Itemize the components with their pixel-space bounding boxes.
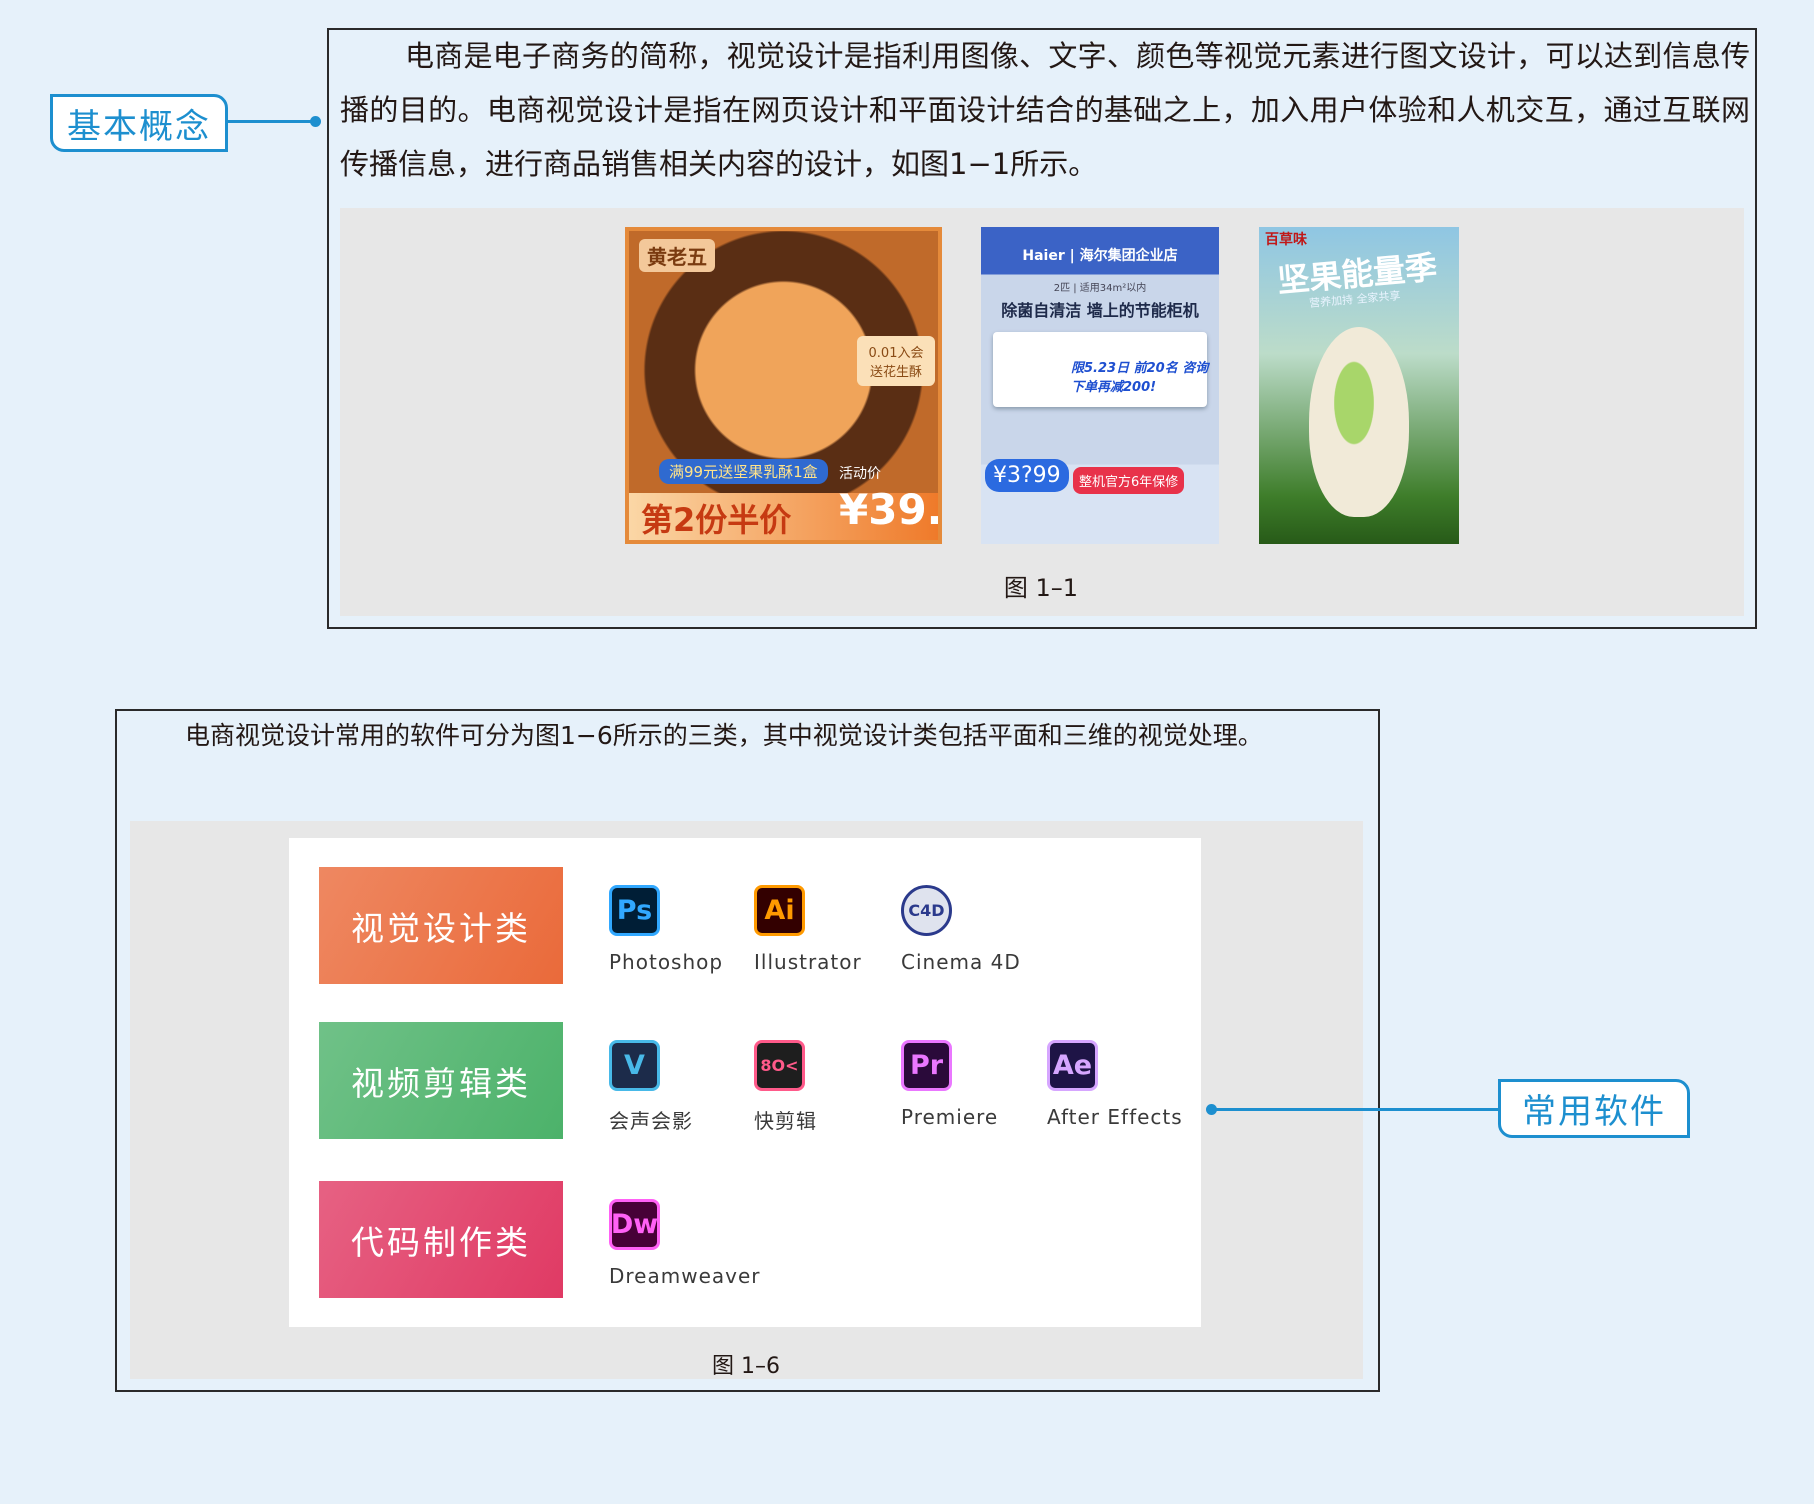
promo: 满99元送坚果乳酥1盒 (659, 459, 828, 484)
premiere-icon: Pr (901, 1040, 952, 1091)
brand: Haier | 海尔集团企业店 (1022, 248, 1178, 264)
dreamweaver-icon: Dw (609, 1199, 660, 1250)
badge: 0.01入会 送花生酥 (857, 336, 935, 386)
headline: 除菌自清洁 墙上的节能柜机 (1001, 301, 1199, 320)
category-2: 视频剪辑类 (319, 1022, 563, 1139)
software-name: After Effects (1047, 1105, 1183, 1129)
concept-box (327, 28, 1757, 629)
spec: 2匹 | 适用34m²以内 (1053, 283, 1147, 294)
price-label: 活动价 (839, 466, 881, 482)
connector-dot (310, 116, 321, 127)
software-name: Illustrator (754, 950, 862, 974)
software-item: C4D Cinema 4D (901, 885, 1051, 974)
software-name: Cinema 4D (901, 950, 1021, 974)
product-image-aircon: Haier | 海尔集团企业店 2匹 | 适用34m²以内 除菌自清洁 墙上的节… (981, 227, 1219, 544)
concept-paragraph: 电商是电子商务的简称，视觉设计是指利用图像、文字、颜色等视觉元素进行图文设计，可… (340, 39, 1750, 181)
connector-line (228, 120, 315, 123)
after-effects-icon: Ae (1047, 1040, 1098, 1091)
cinema-4d-icon: C4D (901, 885, 952, 936)
category-1: 视觉设计类 (319, 867, 563, 984)
software-item: V 会声会影 (609, 1040, 759, 1134)
会声会影-icon: V (609, 1040, 660, 1091)
warranty: 整机官方6年保修 (1073, 467, 1185, 494)
headline: 第2份半价 (641, 501, 792, 539)
software-name: Photoshop (609, 950, 724, 974)
concept-tag: 基本概念 (50, 94, 228, 152)
offer: 限5.23日 前20名 咨询下单再减200! (1071, 361, 1209, 395)
product-image-nuts: 百草味 坚果能量季 营养加持 全家共享 (1259, 227, 1459, 544)
software-name: 会声会影 (609, 1109, 693, 1133)
software-name: Dreamweaver (609, 1264, 761, 1288)
connector-line (1211, 1108, 1498, 1111)
product-image-cookie: 黄老五 0.01入会 送花生酥 满99元送坚果乳酥1盒 活动价 第2份半价 ¥3… (625, 227, 942, 544)
software-paragraph: 电商视觉设计常用的软件可分为图1−6所示的三类，其中视觉设计类包括平面和三维的视… (185, 721, 1263, 750)
brand-logo: 黄老五 (639, 239, 715, 272)
brand: 百草味 (1265, 232, 1307, 248)
快剪辑-icon: 8O< (754, 1040, 805, 1091)
software-item: 8O< 快剪辑 (754, 1040, 904, 1134)
software-tag: 常用软件 (1498, 1079, 1690, 1138)
figure-caption: 图 1–1 (1003, 574, 1079, 602)
illustrator-icon: Ai (754, 885, 805, 936)
figure-caption: 图 1–6 (712, 1354, 780, 1379)
photoshop-icon: Ps (609, 885, 660, 936)
software-name: 快剪辑 (754, 1109, 817, 1133)
software-name: Premiere (901, 1105, 999, 1129)
price: ¥39.7 (839, 485, 942, 534)
software-box (115, 709, 1380, 1392)
price: ¥3?99 (985, 459, 1069, 492)
category-3: 代码制作类 (319, 1181, 563, 1298)
